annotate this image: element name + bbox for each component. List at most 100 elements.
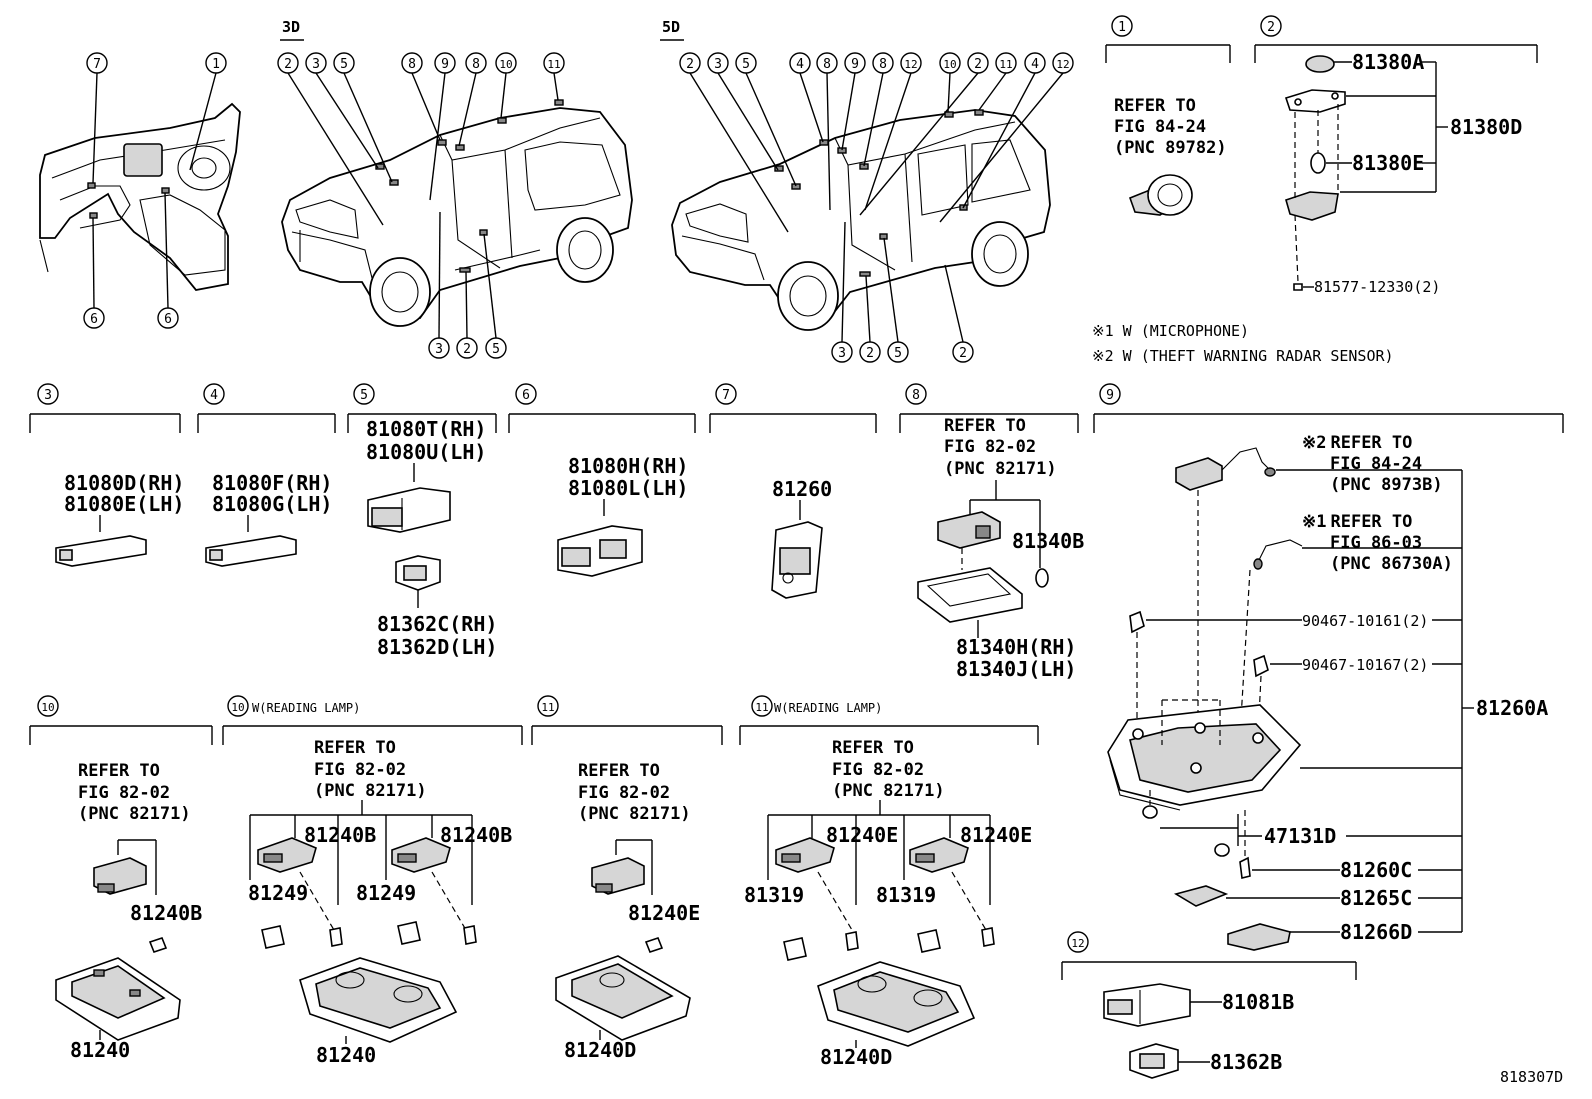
section-5-parts: 81080T(RH) 81080U(LH) 81362C(RH) 81362D(… xyxy=(347,413,497,659)
part-81080E: 81080E(LH) xyxy=(64,492,184,516)
dashboard-illustration xyxy=(39,72,241,309)
part-90467-10167: 90467-10167(2) xyxy=(1302,656,1428,674)
section-4-parts: 81080F(RH) 81080G(LH) xyxy=(197,413,336,567)
callout-5: 5 xyxy=(887,341,909,363)
part-81249: 81249 xyxy=(248,881,308,905)
callout-circle xyxy=(816,52,838,74)
callout-circle xyxy=(428,337,450,359)
callout-6: 6 xyxy=(515,383,537,405)
callout-8: 8 xyxy=(816,52,838,74)
part-81081B: 81081B xyxy=(1222,990,1294,1014)
callout-number: 12 xyxy=(1071,937,1084,950)
callout-number: 2 xyxy=(866,346,874,361)
callout-2: 2 xyxy=(277,52,299,74)
ref-pnc-label: (PNC 82171) xyxy=(832,781,945,801)
callout-2: 2 xyxy=(967,52,989,74)
callout-circle xyxy=(37,383,59,405)
callout-number: 5 xyxy=(360,388,368,403)
callout-circle xyxy=(515,383,537,405)
callout-3: 3 xyxy=(831,341,853,363)
part-81240B: 81240B xyxy=(440,823,512,847)
callout-circle xyxy=(831,341,853,363)
part-81340H: 81340H(RH) xyxy=(956,635,1076,659)
part-81260A: 81260A xyxy=(1476,696,1548,720)
part-81080F: 81080F(RH) xyxy=(212,471,332,495)
callout-6: 6 xyxy=(157,307,179,329)
section-10-reading-lamp-parts: W(READING LAMP) REFER TO FIG 82-02 (PNC … xyxy=(222,701,523,1067)
ref-label: REFER TO xyxy=(944,416,1026,436)
callout-circle xyxy=(537,695,559,717)
callout-number: 2 xyxy=(974,57,982,72)
callout-3: 3 xyxy=(707,52,729,74)
section-10-parts: REFER TO FIG 82-02 (PNC 82171) 81240B 81… xyxy=(29,725,213,1062)
part-81240: 81240 xyxy=(70,1038,130,1062)
callout-circle xyxy=(456,337,478,359)
callout-5: 5 xyxy=(485,337,507,359)
callout-number: 7 xyxy=(93,57,101,72)
callout-4: 4 xyxy=(789,52,811,74)
callout-10: 10 xyxy=(37,695,59,717)
part-81080T: 81080T(RH) xyxy=(366,417,486,441)
callout-circle xyxy=(401,52,423,74)
callout-12: 12 xyxy=(1067,931,1089,953)
callout-3: 3 xyxy=(428,337,450,359)
callout-number: 11 xyxy=(547,58,560,71)
callout-circle xyxy=(859,341,881,363)
part-81240B: 81240B xyxy=(304,823,376,847)
note-theft-sensor: ※2 W (THEFT WARNING RADAR SENSOR) xyxy=(1092,347,1394,365)
part-90467-10161: 90467-10161(2) xyxy=(1302,612,1428,630)
callout-number: 4 xyxy=(796,57,804,72)
callout-9: 9 xyxy=(844,52,866,74)
callout-circle xyxy=(434,52,456,74)
reading-lamp-label: W(READING LAMP) xyxy=(252,701,360,715)
callout-circle xyxy=(679,52,701,74)
callout-number: 8 xyxy=(408,57,416,72)
ref-fig-label: FIG 84-24 xyxy=(1114,117,1206,137)
callout-number: 2 xyxy=(686,57,694,72)
callout-number: 8 xyxy=(912,388,920,403)
callout-number: 6 xyxy=(164,312,172,327)
callout-2: 2 xyxy=(952,341,974,363)
callout-number: 5 xyxy=(894,346,902,361)
callout-2: 2 xyxy=(1260,15,1282,37)
part-81240B: 81240B xyxy=(130,901,202,925)
part-81340J: 81340J(LH) xyxy=(956,657,1076,681)
callout-circle xyxy=(872,52,894,74)
callout-number: 9 xyxy=(851,57,859,72)
ref-pnc-label: (PNC 8973B) xyxy=(1330,475,1443,495)
variant-label-5d: 5D xyxy=(662,18,680,36)
callout-number: 5 xyxy=(742,57,750,72)
callout-1: 1 xyxy=(205,52,227,74)
callout-number: 12 xyxy=(904,58,917,71)
note-microphone: ※1 W (MICROPHONE) xyxy=(1092,322,1249,340)
ref-pnc-label: (PNC 82171) xyxy=(314,781,427,801)
section-12-parts: 81081B 81362B xyxy=(1061,961,1357,1079)
callout-7: 7 xyxy=(86,52,108,74)
section-11-reading-lamp-parts: W(READING LAMP) REFER TO FIG 82-02 (PNC … xyxy=(739,701,1039,1069)
callout-circle xyxy=(37,695,59,717)
callout-number: 8 xyxy=(823,57,831,72)
callout-3: 3 xyxy=(37,383,59,405)
callout-number: 11 xyxy=(541,701,554,714)
callout-circle xyxy=(995,52,1017,74)
callout-9: 9 xyxy=(434,52,456,74)
callout-4: 4 xyxy=(203,383,225,405)
suv-3-door-illustration: 3D xyxy=(280,18,633,339)
callout-12: 12 xyxy=(1052,52,1074,74)
callout-circle xyxy=(887,341,909,363)
callout-5: 5 xyxy=(333,52,355,74)
part-47131D: 47131D xyxy=(1264,824,1336,848)
callout-circle xyxy=(844,52,866,74)
callout-circle xyxy=(707,52,729,74)
part-81080U: 81080U(LH) xyxy=(366,440,486,464)
part-81080L: 81080L(LH) xyxy=(568,476,688,500)
suv-5-door-illustration: 5D xyxy=(660,18,1064,343)
callout-10: 10 xyxy=(227,695,249,717)
callout-number: 8 xyxy=(879,57,887,72)
callout-5: 5 xyxy=(735,52,757,74)
ref-label: REFER TO xyxy=(578,761,660,781)
callout-number: 12 xyxy=(1056,58,1069,71)
callout-circle xyxy=(900,52,922,74)
callout-circle xyxy=(485,337,507,359)
